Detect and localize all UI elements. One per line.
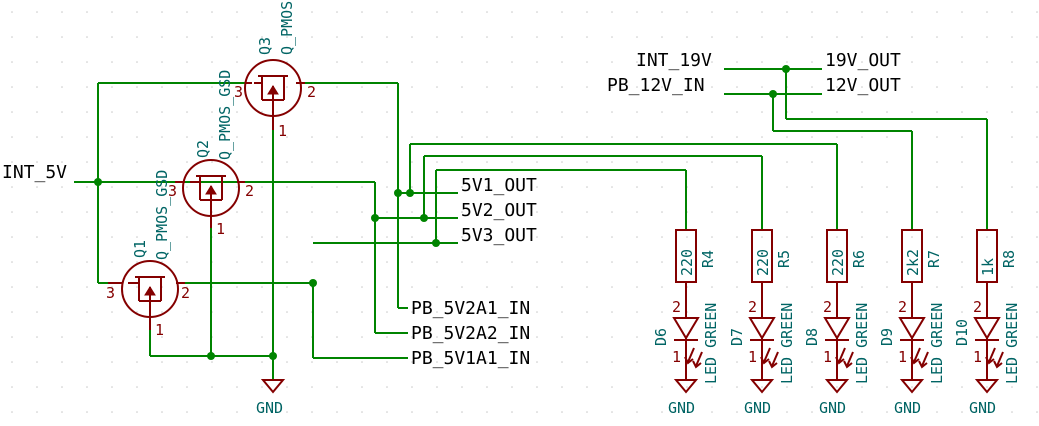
gnd-label: GND [819, 399, 846, 417]
led-d9[interactable]: 2 1D9 LED GREEN [878, 298, 946, 384]
q3-pin-s: 1 [278, 122, 287, 140]
led-ref: D6 [652, 328, 670, 346]
net-label-5v2-out: 5V2_OUT [461, 200, 537, 221]
led-pin-a: 2 [823, 298, 832, 316]
net-label-int-5v: INT_5V [2, 162, 67, 183]
q1-ref: Q1 [131, 240, 149, 258]
led-value: LED GREEN [928, 303, 946, 384]
led-d8[interactable]: 2 1D8 LED GREEN [803, 298, 871, 384]
gnd-label: GND [969, 399, 996, 417]
resistor-value: 1k [979, 258, 997, 276]
led-pin-a: 2 [973, 298, 982, 316]
led-ref: D8 [803, 328, 821, 346]
net-label-int-19v: INT_19V [636, 50, 712, 71]
led-ref: D9 [878, 328, 896, 346]
gnd-label: GND [256, 399, 283, 417]
gnd-symbol: GND [668, 379, 699, 417]
led-pin-k: 1 [973, 348, 982, 366]
net-label-5v3-out: 5V3_OUT [461, 225, 537, 246]
q3-pin-d: 2 [307, 83, 316, 101]
q2-value: Q_PMOS_GSD [216, 70, 234, 160]
net-label-pb-5v1a1-in: PB_5V1A1_IN [411, 348, 530, 369]
led-d6[interactable]: 2 1D6 LED GREEN [652, 298, 720, 384]
q2-pin-d: 2 [245, 182, 254, 200]
resistor-ref: R6 [850, 250, 868, 268]
led-value: LED GREEN [778, 303, 796, 384]
resistor-value: 220 [678, 249, 696, 276]
net-label-5v1-out: 5V1_OUT [461, 175, 537, 196]
q2-ref: Q2 [194, 140, 212, 158]
net-label-12v-out: 12V_OUT [825, 75, 901, 96]
q1-pin-g: 3 [106, 284, 115, 302]
net-label-19v-out: 19V_OUT [825, 50, 901, 71]
wires [74, 68, 988, 380]
q2-pin-s: 1 [216, 220, 225, 238]
q3-value: Q_PMOS [278, 1, 296, 55]
transistor-q1[interactable]: 3 2 1 Q1 Q_PMOS_GSD [106, 170, 190, 339]
resistor-ref: R4 [699, 250, 717, 268]
gnd-label: GND [894, 399, 921, 417]
led-pin-a: 2 [898, 298, 907, 316]
gnd-symbol-mosfets: GND [256, 379, 286, 417]
gnd-symbol: GND [744, 379, 775, 417]
resistor-value: 220 [754, 249, 772, 276]
resistor-value: 2k2 [904, 249, 922, 276]
led-ref: D7 [728, 328, 746, 346]
q1-value: Q_PMOS_GSD [153, 170, 171, 260]
gnd-label: GND [668, 399, 695, 417]
led-pin-k: 1 [823, 348, 832, 366]
led-pin-k: 1 [672, 348, 681, 366]
led-value: LED GREEN [853, 303, 871, 384]
led-pin-a: 2 [672, 298, 681, 316]
resistor-ref: R5 [775, 250, 793, 268]
led-pin-a: 2 [748, 298, 757, 316]
led-ref: D10 [953, 319, 971, 346]
transistor-q3[interactable]: 3 2 1 Q3 Q_PMOS [234, 1, 316, 140]
gnd-symbol: GND [969, 379, 1000, 417]
net-label-pb-5v2a2-in: PB_5V2A2_IN [411, 323, 530, 344]
q1-pin-d: 2 [181, 284, 190, 302]
led-pin-k: 1 [898, 348, 907, 366]
resistor-ref: R7 [925, 250, 943, 268]
q2-pin-g: 3 [168, 182, 177, 200]
resistor-ref: R8 [1000, 250, 1018, 268]
led-value: LED GREEN [702, 303, 720, 384]
q1-pin-s: 1 [155, 321, 164, 339]
led-d7[interactable]: 2 1D7 LED GREEN [728, 298, 796, 384]
gnd-symbol: GND [894, 379, 925, 417]
resistor-value: 220 [829, 249, 847, 276]
q3-pin-g: 3 [234, 83, 243, 101]
transistor-q2[interactable]: 3 2 1 Q2 Q_PMOS_GSD [168, 70, 254, 238]
gnd-symbol: GND [819, 379, 850, 417]
net-label-pb-12v-in: PB_12V_IN [607, 75, 705, 96]
q3-ref: Q3 [256, 37, 274, 55]
junctions [94, 65, 790, 360]
net-labels: INT_5V INT_19V PB_12V_IN 19V_OUT 12V_OUT… [2, 50, 901, 369]
gnd-label: GND [744, 399, 771, 417]
net-label-pb-5v2a1-in: PB_5V2A1_IN [411, 298, 530, 319]
led-value: LED GREEN [1003, 303, 1021, 384]
led-pin-k: 1 [748, 348, 757, 366]
